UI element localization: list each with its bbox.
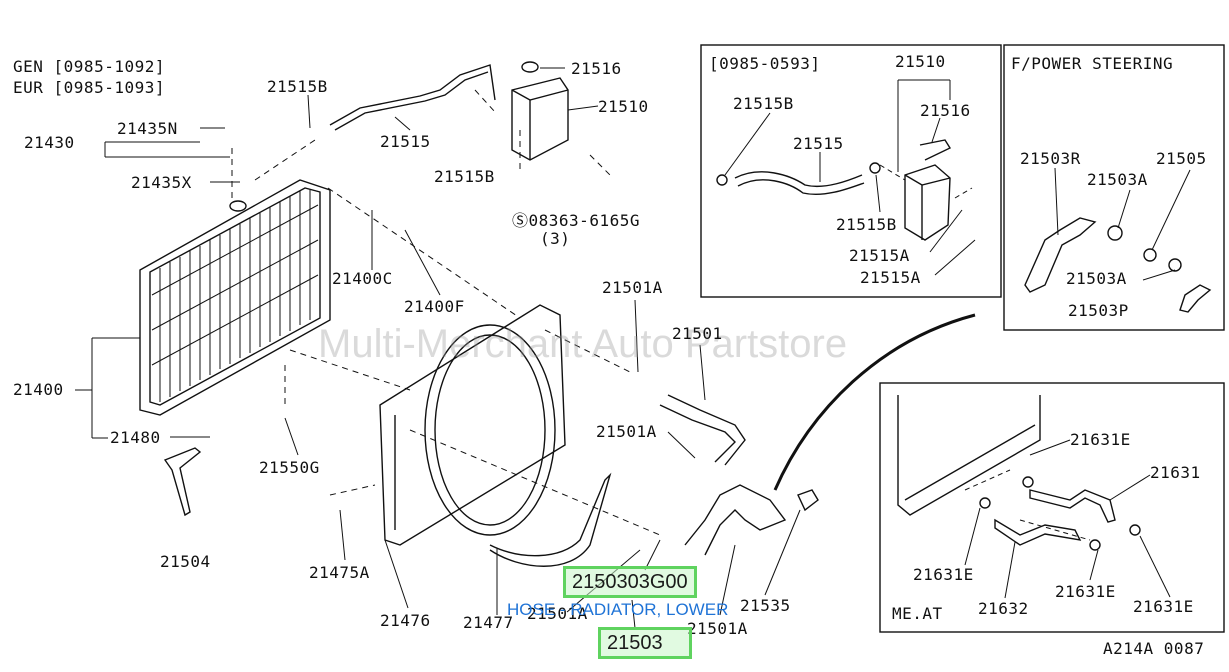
strap-21477 [489, 472, 612, 567]
radiator-21400 [139, 179, 331, 416]
label-21515b-top[interactable]: 21515B [267, 77, 328, 96]
hose-21515-inner [334, 71, 489, 131]
inset-ps-title: F/POWER STEERING [1011, 54, 1174, 73]
inset-ps-label-21505[interactable]: 21505 [1156, 149, 1207, 168]
header-gen: GEN [0985-1092] [13, 57, 165, 76]
label-21476[interactable]: 21476 [380, 611, 431, 630]
inset-meat-label-21631[interactable]: 21631 [1150, 463, 1201, 482]
inset-top-label-21516[interactable]: 21516 [920, 101, 971, 120]
figure-code: A214A 0087 [1103, 639, 1205, 658]
hose-21501 [667, 394, 746, 466]
inset-ps-label-21503a-a[interactable]: 21503A [1087, 170, 1148, 189]
label-21501a-low2[interactable]: 21501A [687, 619, 748, 638]
label-21515[interactable]: 21515 [380, 132, 431, 151]
inset-frame-top [700, 44, 1002, 298]
plug-21535 [797, 489, 819, 512]
inset-top-label-21515[interactable]: 21515 [793, 134, 844, 153]
label-21475a[interactable]: 21475A [309, 563, 370, 582]
inset-meat-label-21631e-d[interactable]: 21631E [1133, 597, 1194, 616]
label-08363-qty: (3) [540, 229, 571, 248]
label-21550g[interactable]: 21550G [259, 458, 320, 477]
inset-meat-label-21631e-b[interactable]: 21631E [913, 565, 974, 584]
screw-icon: Ⓢ [512, 211, 529, 230]
reservoir-tank-21510 [511, 61, 569, 161]
label-21400[interactable]: 21400 [13, 380, 64, 399]
label-21430[interactable]: 21430 [24, 133, 75, 152]
label-21516[interactable]: 21516 [571, 59, 622, 78]
inset-top-label-21510[interactable]: 21510 [895, 52, 946, 71]
label-21504[interactable]: 21504 [160, 552, 211, 571]
inset-top-range: [0985-0593] [709, 54, 821, 73]
inset-meat-drawing [897, 395, 1141, 551]
inset-meat-label-21632[interactable]: 21632 [978, 599, 1029, 618]
header-eur: EUR [0985-1093] [13, 78, 165, 97]
label-21501a-top[interactable]: 21501A [602, 278, 663, 297]
inset-top-label-21515b-b[interactable]: 21515B [836, 215, 897, 234]
label-21515b-mid[interactable]: 21515B [434, 167, 495, 186]
inset-meat-title: ME.AT [892, 604, 943, 623]
label-21535[interactable]: 21535 [740, 596, 791, 615]
label-21435n[interactable]: 21435N [117, 119, 178, 138]
highlight-description: HOSE - RADIATOR, LOWER [507, 600, 729, 619]
label-21501[interactable]: 21501 [672, 324, 723, 343]
hose-21503 [684, 484, 787, 556]
watermark: Multi-Merchant Auto Partstore [318, 322, 848, 366]
inset-top-label-21515a-a[interactable]: 21515A [849, 246, 910, 265]
label-21501a-mid[interactable]: 21501A [596, 422, 657, 441]
inset-meat-label-21631e-a[interactable]: 21631E [1070, 430, 1131, 449]
inset-ps-label-21503r[interactable]: 21503R [1020, 149, 1081, 168]
label-21501a-low[interactable]: 21501A [527, 604, 588, 623]
inset-top-drawing [716, 139, 952, 241]
inset-ps-label-21503a-b[interactable]: 21503A [1066, 269, 1127, 288]
hose-21515 [329, 64, 496, 126]
hose-21504 [163, 447, 202, 517]
highlight-ref-21503[interactable]: 21503 [598, 627, 692, 659]
inset-frame-power-steering [1003, 44, 1225, 331]
label-08363-6165g[interactable]: Ⓢ08363-6165G [512, 211, 640, 230]
highlight-part-number[interactable]: 2150303G00 [563, 566, 697, 598]
inset-meat-label-21631e-c[interactable]: 21631E [1055, 582, 1116, 601]
inset-ps-drawing [1024, 217, 1212, 313]
inset-frame-meat [879, 382, 1225, 633]
inset-ps-label-21503p[interactable]: 21503P [1068, 301, 1129, 320]
label-21510[interactable]: 21510 [598, 97, 649, 116]
inset-top-label-21515a-b[interactable]: 21515A [860, 268, 921, 287]
label-21400c[interactable]: 21400C [332, 269, 393, 288]
label-21435x[interactable]: 21435X [131, 173, 192, 192]
label-21400f[interactable]: 21400F [404, 297, 465, 316]
inset-top-label-21515b-a[interactable]: 21515B [733, 94, 794, 113]
label-21480[interactable]: 21480 [110, 428, 161, 447]
label-21477[interactable]: 21477 [463, 613, 514, 632]
